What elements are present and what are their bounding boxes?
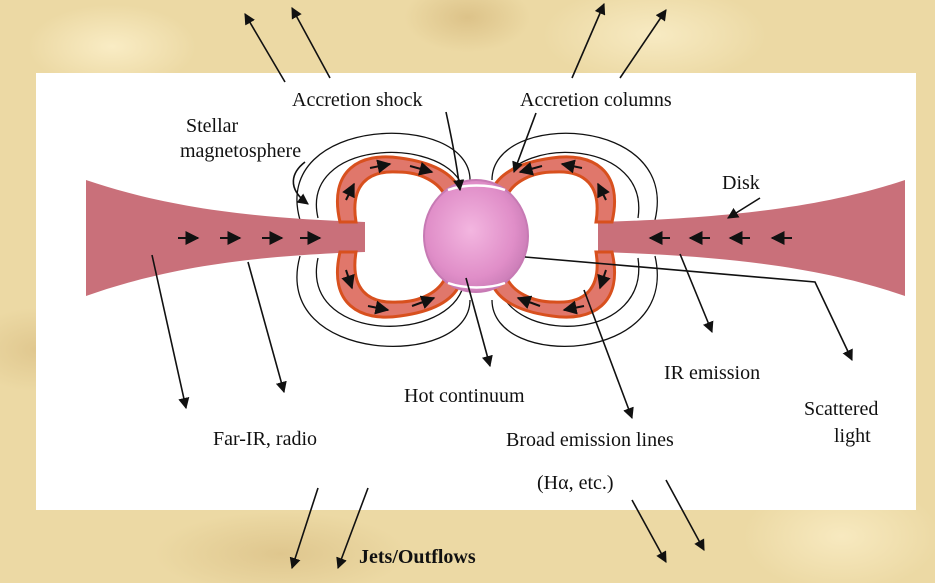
label-hot-continuum: Hot continuum (404, 385, 525, 407)
label-scattered: Scattered (804, 398, 878, 420)
label-stellar: Stellar (186, 115, 239, 137)
central-star (424, 180, 528, 292)
label-h-alpha: (Hα, etc.) (537, 472, 614, 494)
label-broad-emission-lines: Broad emission lines (506, 429, 674, 451)
label-disk: Disk (722, 172, 760, 194)
label-accretion-columns: Accretion columns (520, 89, 672, 111)
label-far-ir-radio: Far-IR, radio (213, 428, 317, 450)
label-ir-emission: IR emission (664, 362, 760, 384)
label-light: light (834, 425, 871, 447)
label-magnetosphere: magnetosphere (180, 140, 301, 162)
label-accretion-shock: Accretion shock (292, 89, 423, 111)
label-jets-outflows: Jets/Outflows (359, 546, 476, 568)
